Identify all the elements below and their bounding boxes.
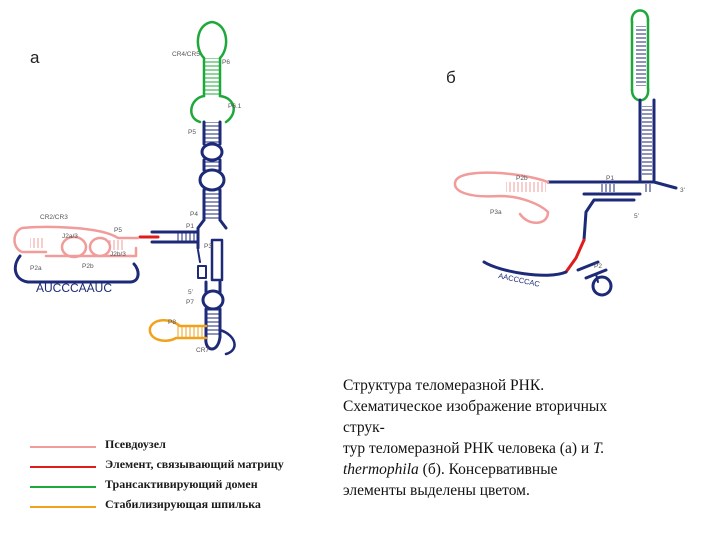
- label-tt-p1: P1: [606, 175, 614, 182]
- label-p8: P8: [168, 319, 176, 326]
- label-cr2cr3: CR2/CR3: [40, 214, 68, 221]
- tt-p1-arm: [546, 180, 678, 196]
- label-p5-top: P5: [188, 129, 196, 136]
- legend-label: Трансактивирующий домен: [105, 477, 258, 491]
- legend-item: Элемент, связывающий матрицу: [30, 457, 330, 477]
- label-cr7: CR7: [196, 347, 209, 354]
- template-seq-a: AUCCCAAUC: [36, 281, 112, 295]
- caption-text: (б). Консервативные: [422, 461, 558, 478]
- pseudoknot-domain: [13, 225, 140, 284]
- legend-swatch: [30, 446, 96, 448]
- legend-item: Псевдоузел: [30, 437, 330, 457]
- caption-line: элементы выделены цветом.: [343, 482, 530, 499]
- panel-b-structure: [453, 9, 678, 297]
- label-p7: P7: [186, 299, 194, 306]
- panel-b-letter: б: [446, 68, 456, 87]
- caption-italic: T.: [593, 440, 605, 457]
- label-p6-1: P6.1: [228, 103, 242, 110]
- panel-a-structure: [13, 20, 236, 356]
- legend-label: Элемент, связывающий матрицу: [105, 457, 284, 471]
- caption-line: Структура теломеразной РНК.: [343, 377, 545, 394]
- label-j2b3: J2b/3: [110, 251, 126, 258]
- caption-line: тур теломеразной РНК человека (а) и T.: [343, 438, 673, 459]
- label-cr4cr5: CR4/CR5: [172, 51, 200, 58]
- cr4cr5-domain: [190, 20, 235, 124]
- legend-swatch: [30, 486, 96, 488]
- label-p4: P4: [190, 211, 198, 218]
- label-j2a3: J2a/3: [62, 233, 78, 240]
- legend: Псевдоузел Элемент, связывающий матрицу …: [30, 437, 330, 517]
- p1-arm: [138, 230, 200, 244]
- label-tt-p2b: P2b: [516, 175, 528, 182]
- legend-label: Стабилизирующая шпилька: [105, 497, 261, 511]
- tt-p2-arm: [482, 198, 636, 297]
- label-tt-three-prime: 3': [680, 187, 685, 194]
- label-p3: P3: [204, 243, 212, 250]
- label-p2b: P2b: [82, 263, 94, 270]
- label-tt-p2: P2: [594, 263, 602, 270]
- caption-italic: thermophila: [343, 461, 419, 478]
- legend-item: Трансактивирующий домен: [30, 477, 330, 497]
- label-tt-five-prime: 5': [634, 213, 639, 220]
- central-stem: [196, 120, 236, 356]
- label-p2a: P2a: [30, 265, 42, 272]
- p8-hairpin: [148, 319, 208, 342]
- label-five-prime-a: 5': [188, 289, 193, 296]
- tt-top-hairpin: [630, 9, 656, 182]
- label-tt-p3a: P3a: [490, 209, 502, 216]
- caption-line: Схематическое изображение вторичных: [343, 398, 608, 415]
- label-p6: P6: [222, 59, 230, 66]
- tt-pseudoknot: [453, 171, 550, 224]
- panel-a-letter: а: [30, 48, 40, 67]
- legend-item: Стабилизирующая шпилька: [30, 497, 330, 517]
- figure-caption: Структура теломеразной РНК. Схематическо…: [343, 375, 673, 501]
- label-p1: P1: [186, 223, 194, 230]
- caption-text: тур теломеразной РНК человека (а) и: [343, 440, 590, 457]
- legend-swatch: [30, 466, 96, 468]
- legend-label: Псевдоузел: [105, 437, 166, 451]
- caption-line: thermophila (б). Консервативные: [343, 459, 673, 480]
- label-p5-left: P5: [114, 227, 122, 234]
- caption-line: струк-: [343, 419, 385, 436]
- legend-swatch: [30, 506, 96, 508]
